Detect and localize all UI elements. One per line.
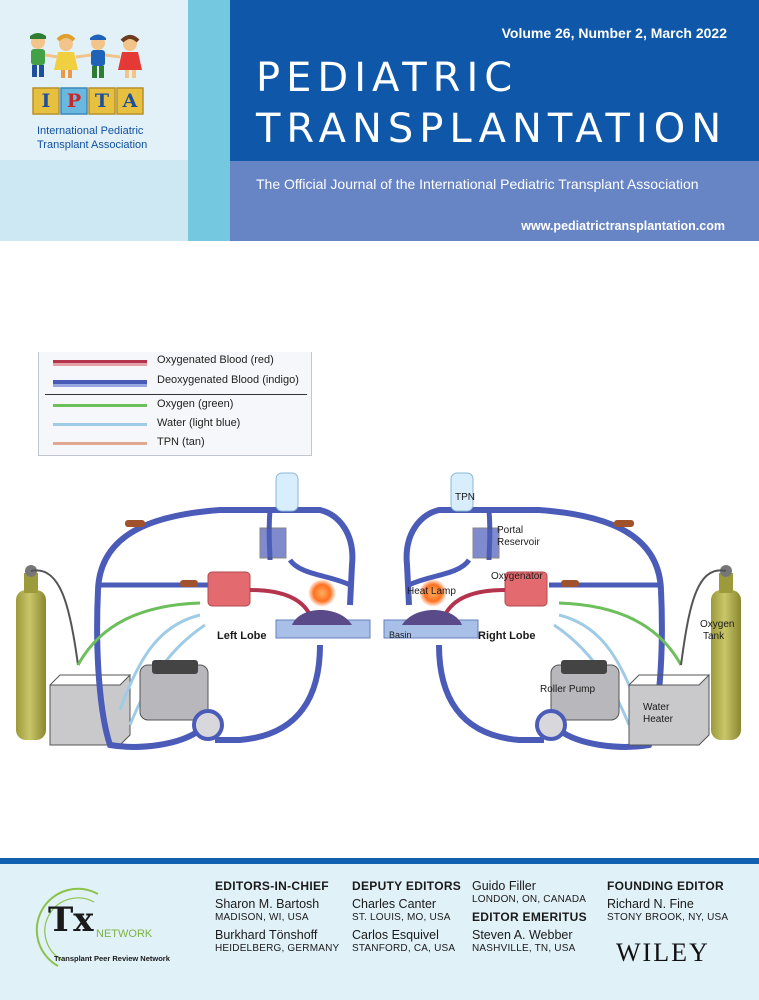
editor-location: HEIDELBERG, GERMANY xyxy=(215,943,340,954)
legend-label: Oxygenated Blood (red) xyxy=(157,354,274,366)
editors-in-chief-heading: EDITORS-IN-CHIEF xyxy=(215,879,329,893)
legend-swatch xyxy=(53,360,147,363)
association-name-line2: Transplant Association xyxy=(37,139,148,151)
editor-name: Charles Canter xyxy=(352,897,437,911)
water-heater-right-icon xyxy=(628,673,710,746)
label-portal: Portal xyxy=(497,525,523,536)
label-oxygenator: Oxygenator xyxy=(491,571,543,582)
legend-swatch xyxy=(53,380,147,384)
liver-right-lobe-icon xyxy=(402,610,462,625)
logo-letter-t: T xyxy=(94,90,110,112)
editor-name: Richard N. Fine xyxy=(607,897,694,911)
issue-volume: Volume 26, Number 2, March 2022 xyxy=(501,25,727,41)
founding-editor-heading: FOUNDING EDITOR xyxy=(607,879,724,893)
label-tpn: TPN xyxy=(455,492,475,503)
editor-name: Guido Filler xyxy=(472,879,536,893)
label-oxygen: Oxygen xyxy=(700,619,734,630)
label-basin: Basin xyxy=(389,630,412,640)
logo-letter-a: A xyxy=(122,90,138,112)
legend-swatch xyxy=(53,423,147,426)
label-heater: Heater xyxy=(643,714,674,725)
label-roller-pump: Roller Pump xyxy=(540,684,595,695)
oxygen-tank-left-icon xyxy=(16,565,79,740)
legend-label: Deoxygenated Blood (indigo) xyxy=(157,374,299,386)
association-name: International Pediatric Transplant Assoc… xyxy=(37,124,147,152)
label-left-lobe: Left Lobe xyxy=(217,630,267,642)
editor-name: Burkhard Tönshoff xyxy=(215,928,318,942)
heat-lamp-left-icon xyxy=(308,579,336,607)
right-circuit xyxy=(383,472,741,750)
legend-swatch xyxy=(53,404,147,407)
tpn-bag-right-icon xyxy=(450,472,474,512)
roller-pump-left-icon xyxy=(139,660,224,741)
logo-letter-p: P xyxy=(66,90,82,112)
tx-logo-network: NETWORK xyxy=(96,928,153,940)
editor-emeritus-heading: EDITOR EMERITUS xyxy=(472,910,587,924)
journal-title-line2: TRANSPLANTATION xyxy=(256,106,728,152)
legend-item-oxygenated: Oxygenated Blood (red) xyxy=(39,354,311,372)
portal-reservoir-left-icon xyxy=(259,472,299,559)
legend-item-water: Water (light blue) xyxy=(39,417,311,435)
logo-letter-i: I xyxy=(41,90,51,112)
legend-label: TPN (tan) xyxy=(157,436,205,448)
legend-label: Oxygen (green) xyxy=(157,398,234,410)
editor-name: Carlos Esquivel xyxy=(352,928,439,942)
editor-name: Sharon M. Bartosh xyxy=(215,897,320,911)
header-subtitle-panel xyxy=(230,161,759,241)
legend-item-oxygen: Oxygen (green) xyxy=(39,398,311,416)
header-accent-stripe xyxy=(188,0,230,241)
editor-location: NASHVILLE, TN, USA xyxy=(472,943,576,954)
editor-location: MADISON, WI, USA xyxy=(215,912,309,923)
editor-name: Steven A. Webber xyxy=(472,928,573,942)
heat-lamp-right-icon xyxy=(419,579,447,607)
oxygen-tank-right-icon xyxy=(680,565,741,740)
legend-separator xyxy=(45,394,307,395)
liver-left-lobe-icon xyxy=(292,610,352,625)
legend-item-deoxygenated: Deoxygenated Blood (indigo) xyxy=(39,374,311,392)
perfusion-circuit-diagram: Left Lobe xyxy=(16,472,741,750)
wiley-publisher-logo: WILEY xyxy=(616,938,710,967)
portal-reservoir-right-icon xyxy=(472,527,500,559)
left-circuit xyxy=(16,472,371,750)
header-left-lower-panel xyxy=(0,160,188,241)
footer-panel: Tx NETWORK Transplant Peer Review Networ… xyxy=(0,864,759,1000)
label-right-lobe: Right Lobe xyxy=(478,630,535,642)
legend-label: Water (light blue) xyxy=(157,417,241,429)
legend-swatch xyxy=(53,442,147,445)
footer-top-rule xyxy=(0,858,759,864)
deputy-editors-heading: DEPUTY EDITORS xyxy=(352,879,462,893)
tx-logo-text: Tx xyxy=(48,900,94,940)
ipta-logo-icon xyxy=(30,33,144,115)
editor-location: STANFORD, CA, USA xyxy=(352,943,456,954)
header-title-panel xyxy=(230,0,759,161)
children-figures-icon xyxy=(30,33,142,78)
editor-location: ST. LOUIS, MO, USA xyxy=(352,912,451,923)
label-tank: Tank xyxy=(703,631,725,642)
label-heat-lamp: Heat Lamp xyxy=(407,586,456,597)
roller-pump-right-icon xyxy=(535,660,620,741)
journal-subtitle: The Official Journal of the Internationa… xyxy=(256,176,699,192)
water-heater-left-icon xyxy=(49,673,131,746)
label-reservoir: Reservoir xyxy=(497,537,540,548)
label-water: Water xyxy=(643,702,670,713)
legend-item-tpn: TPN (tan) xyxy=(39,436,311,454)
tx-logo-tagline: Transplant Peer Review Network xyxy=(54,954,170,963)
editor-location: STONY BROOK, NY, USA xyxy=(607,912,729,923)
editor-location: LONDON, ON, CANADA xyxy=(472,894,587,905)
association-name-line1: International Pediatric xyxy=(37,125,144,137)
legend-box: Oxygenated Blood (red) Deoxygenated Bloo… xyxy=(38,352,312,456)
tx-network-logo-icon xyxy=(35,887,99,967)
journal-title-line1: PEDIATRIC xyxy=(256,55,519,101)
journal-website-link[interactable]: www.pediatrictransplantation.com xyxy=(521,219,725,233)
ipta-blocks xyxy=(32,87,144,115)
